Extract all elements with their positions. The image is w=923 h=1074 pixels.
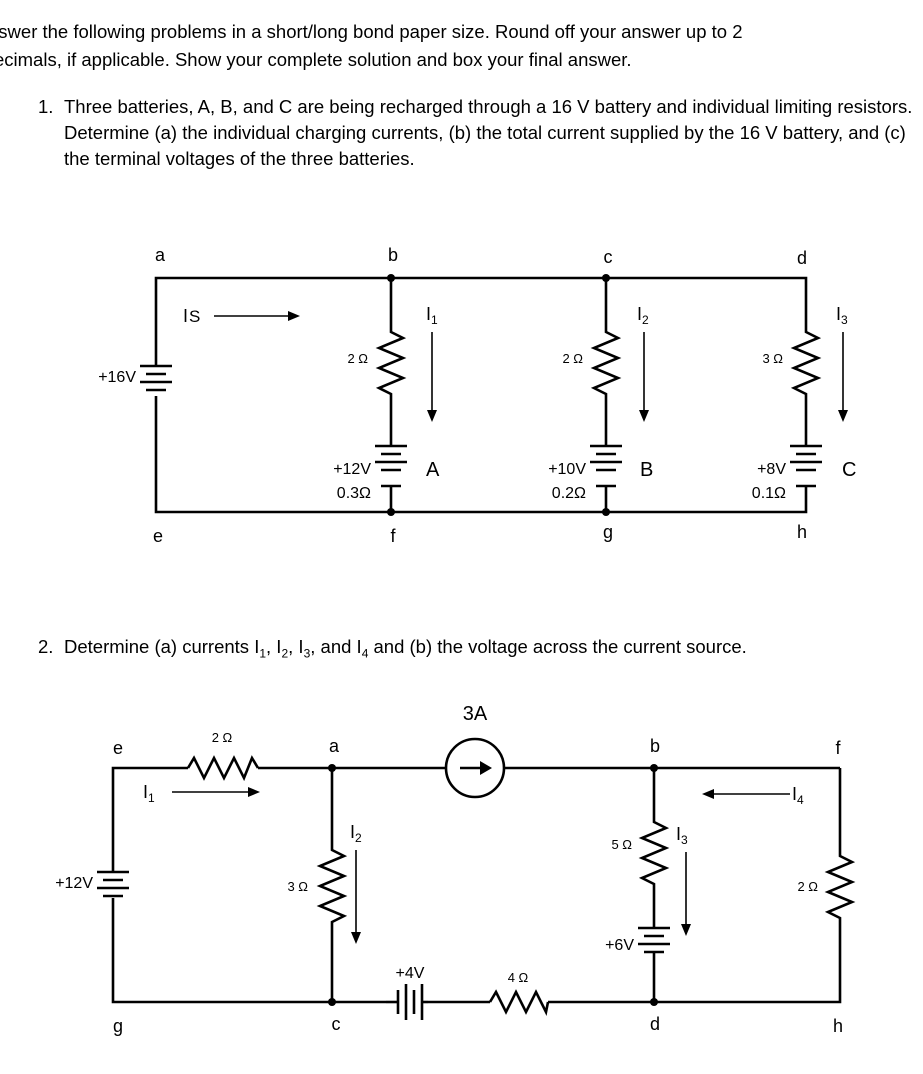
c1-battery-c-resistance: 0.1Ω (752, 485, 786, 502)
c2-current-i3-label: I3 (676, 824, 688, 847)
problem-2-number: 2. (38, 636, 54, 657)
c2-wires (111, 766, 842, 1004)
c2-current-i1-label: I1 (143, 782, 155, 805)
c2-current-i1-arrowhead (248, 787, 260, 797)
problem-1-number: 1. (38, 96, 54, 117)
c1-source-label: +16V (98, 369, 136, 386)
c1-battery-c-name: C (842, 459, 856, 481)
c2-resistor-fh-label: 2 Ω (797, 879, 818, 894)
c2-node-a: a (329, 736, 340, 756)
c2-resistor-bd (638, 816, 670, 912)
c2-source-label: +12V (55, 875, 93, 892)
instructions-line-2: ecimals, if applicable. Show your comple… (0, 49, 632, 70)
c2-resistor-ea-label: 2 Ω (212, 730, 233, 745)
c1-junction-b (387, 274, 395, 282)
c1-current-i3-label: I3 (836, 304, 848, 327)
c1-resistor-d-label: 3 Ω (762, 351, 783, 366)
c1-battery-16v-symbol (140, 364, 172, 392)
c1-resistor-b-label: 2 Ω (347, 351, 368, 366)
c1-junction-c (602, 274, 610, 282)
c1-current-i1-arrowhead (427, 410, 437, 422)
c1-current-is-label: IS (183, 306, 200, 326)
c2-node-b: b (650, 736, 660, 756)
c2-resistor-bd-label: 5 Ω (611, 837, 632, 852)
problem-1-text: Three batteries, A, B, and C are being r… (64, 96, 913, 169)
c1-node-c: c (604, 247, 613, 267)
c2-node-c: c (332, 1014, 341, 1034)
c2-resistor-bottom-label: 4 Ω (508, 970, 529, 985)
c1-battery-a-name: A (426, 459, 440, 481)
c2-node-e: e (113, 738, 123, 758)
c1-current-i2-arrowhead (639, 410, 649, 422)
c2-battery-4v-label: +4V (396, 965, 425, 982)
c2-node-g: g (113, 1016, 123, 1036)
c2-current-i3-arrowhead (681, 924, 691, 936)
c1-node-h: h (797, 522, 807, 542)
c1-wires (154, 276, 808, 514)
c2-junction-a (328, 764, 336, 772)
c1-node-g: g (603, 522, 613, 542)
c1-current-i2-label: I2 (637, 304, 649, 327)
c1-resistor-c-label: 2 Ω (562, 351, 583, 366)
c2-junction-d (650, 998, 658, 1006)
c2-node-h: h (833, 1016, 843, 1036)
c2-current-source-arrowhead (480, 761, 492, 775)
c1-node-f: f (390, 526, 396, 546)
problem-2: 2. Determine (a) currents I1, I2, I3, an… (38, 634, 923, 667)
c1-node-e: e (153, 526, 163, 546)
c2-junction-b (650, 764, 658, 772)
instructions-line-1: nswer the following problems in a short/… (0, 21, 743, 42)
c1-node-d: d (797, 248, 807, 268)
c2-current-i4-label: I4 (792, 784, 804, 807)
c1-battery-b-voltage: +10V (548, 461, 586, 478)
c2-current-source-label: 3A (463, 703, 488, 725)
c2-battery-4v-symbol (386, 984, 428, 1020)
circuit-2-diagram: e a b f g c d h 2 Ω I1 3A +12V 3 (55, 703, 856, 1036)
c1-battery-b-name: B (640, 459, 653, 481)
circuit-1-diagram: a b c d e f g h +16V IS 2 Ω I1 (98, 245, 856, 546)
c2-current-i2-arrowhead (351, 932, 361, 944)
c1-battery-c-symbol (790, 444, 822, 496)
c1-current-i1-label: I1 (426, 304, 438, 327)
c1-battery-c-voltage: +8V (757, 461, 786, 478)
c1-resistor-c (590, 306, 622, 446)
problem-2-text: Determine (a) currents I1, I2, I3, and I… (64, 636, 747, 661)
c1-resistor-b (375, 306, 407, 446)
c1-battery-b-symbol (590, 444, 622, 512)
c1-battery-a-resistance: 0.3Ω (337, 485, 371, 502)
c2-current-i2-label: I2 (350, 822, 362, 845)
c1-battery-b-resistance: 0.2Ω (552, 485, 586, 502)
c1-node-b: b (388, 245, 398, 265)
c2-junction-c (328, 998, 336, 1006)
c2-node-d: d (650, 1014, 660, 1034)
c1-current-is-arrowhead (288, 311, 300, 321)
c1-battery-a-symbol (375, 444, 407, 512)
c2-resistor-bottom (488, 989, 550, 1016)
c2-battery-6v-symbol (638, 912, 670, 968)
c1-current-i3-arrowhead (838, 410, 848, 422)
c1-resistor-d (790, 306, 822, 446)
c2-resistor-ac-label: 3 Ω (287, 879, 308, 894)
c2-resistor-ac (316, 840, 348, 932)
c2-battery-6v-label: +6V (605, 937, 634, 954)
c1-battery-a-voltage: +12V (333, 461, 371, 478)
c1-node-a: a (155, 245, 166, 265)
c2-node-f: f (835, 738, 841, 758)
c2-resistor-ea (186, 755, 260, 782)
c2-battery-12v-symbol (97, 870, 129, 898)
instructions: nswer the following problems in a short/… (0, 18, 923, 74)
c2-resistor-fh (824, 850, 856, 926)
c2-current-i4-arrowhead (702, 789, 714, 799)
problem-1: 1. Three batteries, A, B, and C are bein… (38, 94, 923, 172)
